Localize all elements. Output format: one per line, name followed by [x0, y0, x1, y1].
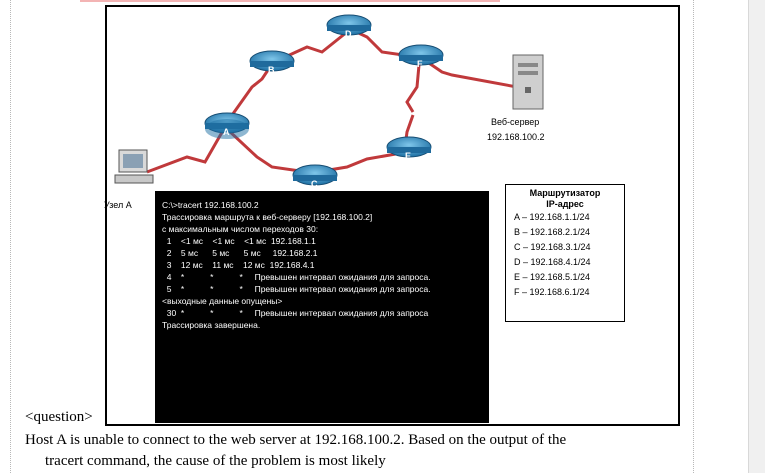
link-a-b — [223, 66, 272, 126]
router-c-icon — [292, 164, 338, 186]
ip-row-c: C – 192.168.3.1/24 — [514, 242, 591, 252]
question-line-2: tracert command, the cause of the proble… — [45, 453, 386, 469]
ip-table-subtitle: IP-адрес — [546, 199, 584, 209]
network-links — [146, 27, 518, 174]
terminal-line: с максимальным числом переходов 30: — [162, 224, 319, 234]
terminal-line: 4 * * * Превышен интервал ожидания для з… — [162, 272, 431, 282]
link-f-server — [422, 57, 518, 89]
ip-row-a: A – 192.168.1.1/24 — [514, 212, 590, 222]
router-label-b: B — [268, 65, 275, 75]
terminal-line: 1 <1 мс <1 мс <1 мс 192.168.1.1 — [162, 236, 316, 246]
server-icon — [512, 54, 544, 110]
router-f-icon — [398, 44, 444, 66]
host-computer-icon — [114, 149, 154, 184]
margin-guide-left — [10, 0, 11, 473]
link-a-c — [225, 127, 308, 174]
terminal-line: Трассировка завершена. — [162, 320, 261, 330]
scrollbar[interactable] — [748, 0, 765, 473]
terminal-line: 3 12 мс 11 мс 12 мс 192.168.4.1 — [162, 260, 315, 270]
router-label-f: F — [417, 59, 423, 69]
margin-guide-right — [693, 0, 694, 473]
terminal-line: <выходные данные опущены> — [162, 296, 283, 306]
question-line-1: Host A is unable to connect to the web s… — [25, 432, 567, 448]
link-host-a — [146, 126, 227, 174]
ip-row-b: B – 192.168.2.1/24 — [514, 227, 591, 237]
router-label-a: A — [223, 127, 230, 137]
ip-row-e: E – 192.168.5.1/24 — [514, 272, 591, 282]
terminal-line: 5 * * * Превышен интервал ожидания для з… — [162, 284, 431, 294]
ip-table-title: Маршрутизатор — [529, 188, 601, 198]
tracert-terminal: C:\>tracert 192.168.100.2 Трассировка ма… — [155, 191, 489, 423]
terminal-line: 30 * * * Превышен интервал ожидания для … — [162, 308, 429, 318]
router-b-icon — [249, 50, 295, 72]
router-label-d: D — [345, 29, 352, 39]
question-tag: <question> — [25, 409, 93, 425]
router-d-icon — [326, 14, 372, 36]
server-label: Веб-сервер — [491, 117, 540, 127]
network-diagram: A B C D E F — [114, 14, 544, 189]
ip-row-d: D – 192.168.4.1/24 — [514, 257, 591, 267]
terminal-line: 2 5 мс 5 мс 5 мс 192.168.2.1 — [162, 248, 318, 258]
router-a-icon — [204, 112, 250, 139]
terminal-line: C:\>tracert 192.168.100.2 — [162, 200, 259, 210]
server-ip: 192.168.100.2 — [487, 132, 545, 142]
router-label-c: C — [311, 179, 318, 189]
link-f-e-upper — [405, 64, 421, 113]
ip-row-f: F – 192.168.6.1/24 — [514, 287, 590, 297]
router-e-icon — [386, 136, 432, 158]
router-label-e: E — [405, 151, 411, 161]
router-ip-table: Маршрутизатор IP-адрес A – 192.168.1.1/2… — [505, 184, 625, 322]
terminal-line: Трассировка маршрута к веб-серверу [192.… — [162, 212, 373, 222]
network-figure: A B C D E F Узел A Веб-сервер 192.168.10… — [104, 5, 680, 426]
host-label: Узел A — [104, 200, 132, 210]
spellcheck-underline — [80, 0, 500, 2]
